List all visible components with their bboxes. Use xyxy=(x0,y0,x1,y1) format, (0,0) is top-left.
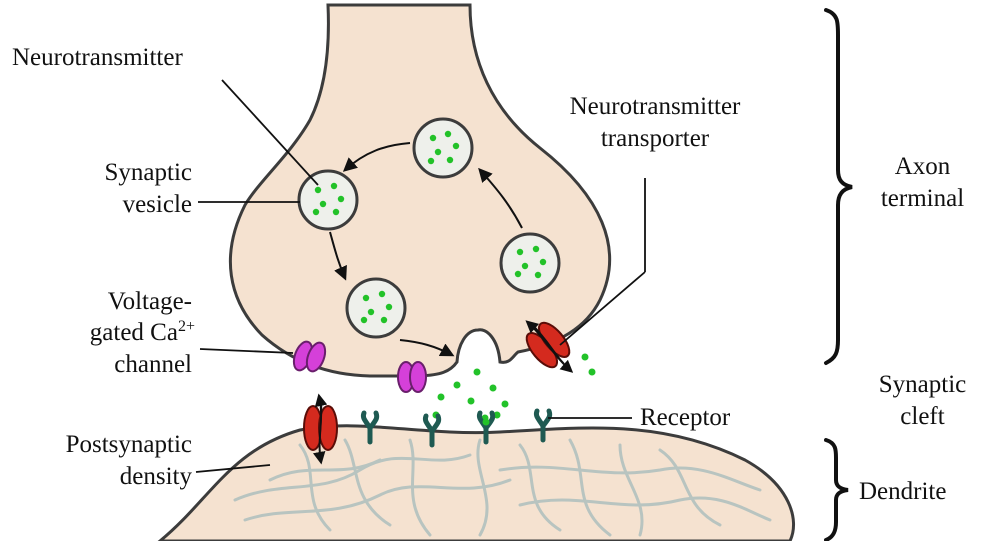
calcium-channel-right xyxy=(398,362,426,392)
synaptic-vesicle-left xyxy=(299,171,357,229)
label-voltage-gated-line1: Voltage- xyxy=(40,287,192,316)
label-voltage-gated-line3: channel xyxy=(40,350,192,379)
dendrite-membrane xyxy=(160,426,794,541)
label-neurotransmitter: Neurotransmitter xyxy=(12,43,183,72)
axon-terminal xyxy=(230,5,609,376)
label-postsynaptic-line2: density xyxy=(20,462,192,491)
label-voltage-gated-charge: 2+ xyxy=(178,318,195,335)
label-transporter-line2: transporter xyxy=(560,124,750,153)
label-synaptic-cleft-line1: Synaptic xyxy=(865,370,980,399)
label-synaptic-vesicle-line1: Synaptic xyxy=(60,158,192,187)
synaptic-vesicle-right xyxy=(501,234,559,292)
label-receptor: Receptor xyxy=(640,403,730,432)
label-axon-terminal-line1: Axon xyxy=(865,152,980,181)
label-synaptic-cleft-line2: cleft xyxy=(865,402,980,431)
synaptic-vesicle-bottom xyxy=(347,279,405,337)
label-dendrite: Dendrite xyxy=(859,477,946,506)
brace-dendrite xyxy=(826,440,848,540)
synaptic-vesicle-top xyxy=(414,119,472,177)
label-voltage-gated-line2: gated Ca2+ xyxy=(20,318,195,347)
label-transporter-line1: Neurotransmitter xyxy=(560,92,750,121)
bound-neurotransmitter xyxy=(483,419,490,426)
brace-axon-terminal xyxy=(826,10,852,363)
label-postsynaptic-line1: Postsynaptic xyxy=(20,430,192,459)
label-axon-terminal-line2: terminal xyxy=(865,184,980,213)
label-voltage-gated-ca: gated Ca xyxy=(90,319,178,346)
label-synaptic-vesicle-line2: vesicle xyxy=(60,190,192,219)
